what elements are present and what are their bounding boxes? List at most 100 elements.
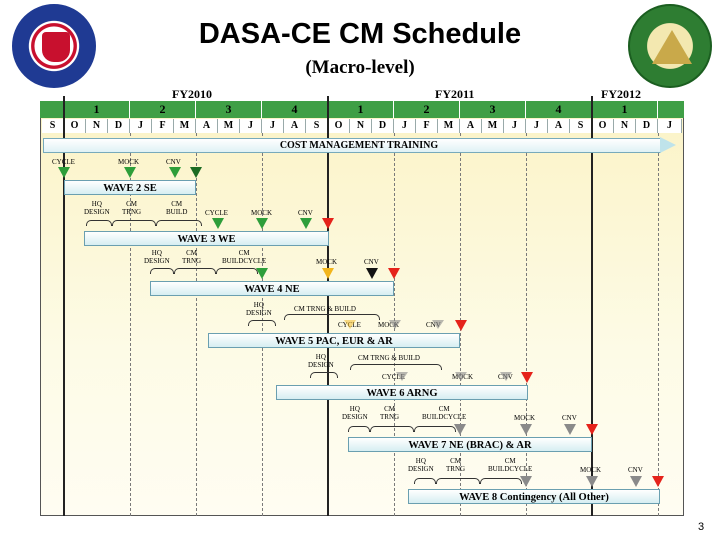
month-cell: A	[548, 119, 570, 133]
month-cell: D	[108, 119, 130, 133]
fiscal-year-divider	[327, 96, 329, 516]
green-milestone-marker	[169, 167, 181, 178]
month-cell: J	[526, 119, 548, 133]
month-cell: N	[86, 119, 108, 133]
phase-brace	[350, 364, 442, 370]
red-milestone-marker	[322, 218, 334, 229]
green-milestone-marker	[212, 218, 224, 229]
cycle-label: CYCLE	[382, 373, 405, 381]
month-cell: M	[174, 119, 196, 133]
cm-trng-build-label: CM TRNG & BUILD	[294, 305, 356, 313]
gray-milestone-marker	[432, 320, 444, 329]
red-milestone-marker	[521, 372, 533, 383]
grid-line	[262, 133, 263, 516]
wave-3-bar: WAVE 3 WE	[84, 231, 329, 246]
wave-8-bar: WAVE 8 Contingency (All Other)	[408, 489, 660, 504]
phase-brace	[112, 220, 156, 226]
month-cell: J	[240, 119, 262, 133]
grid-line	[658, 133, 659, 516]
gray-milestone-marker	[520, 476, 532, 487]
green-milestone-marker	[190, 167, 202, 178]
wave-5-bar: WAVE 5 PAC, EUR & AR	[208, 333, 460, 348]
month-cell: A	[460, 119, 482, 133]
cost-management-training-bar: COST MANAGEMENT TRAINING	[43, 137, 676, 153]
red-milestone-marker	[586, 424, 598, 435]
cycle-label: CYCLE	[205, 209, 228, 217]
green-milestone-marker	[58, 167, 70, 178]
fy-label-2011: FY2011	[435, 87, 475, 101]
grid-line	[130, 133, 131, 516]
wave-7-bar: WAVE 7 NE (BRAC) & AR	[348, 437, 592, 452]
month-cell: D	[636, 119, 658, 133]
month-cell: D	[372, 119, 394, 133]
cm-trng-build-label: CM TRNG & BUILD	[358, 354, 420, 362]
green-milestone-marker	[256, 268, 268, 279]
phase-brace	[150, 268, 174, 274]
yellow-milestone-marker	[344, 320, 356, 329]
month-cell: M	[218, 119, 240, 133]
gray-milestone-marker	[630, 476, 642, 487]
mock-label: MOCK	[316, 258, 338, 266]
phase-brace	[480, 478, 522, 484]
month-cell: S	[570, 119, 592, 133]
month-cell: J	[130, 119, 152, 133]
red-milestone-marker	[652, 476, 664, 487]
quarter-cell: 4	[526, 101, 592, 118]
quarter-cell: 3	[196, 101, 262, 118]
quarter-cell: 2	[394, 101, 460, 118]
red-milestone-marker	[455, 320, 467, 331]
month-cell: O	[592, 119, 614, 133]
phase-brace	[284, 314, 380, 320]
phase-brace	[370, 426, 414, 432]
red-milestone-marker	[388, 268, 400, 279]
grid-line	[526, 133, 527, 516]
month-cell: N	[614, 119, 636, 133]
month-cell: F	[152, 119, 174, 133]
page-number: 3	[698, 521, 705, 533]
gray-milestone-marker	[564, 424, 576, 435]
green-milestone-marker	[124, 167, 136, 178]
quarter-cell: 4	[262, 101, 328, 118]
gray-milestone-marker	[396, 372, 408, 381]
month-cell: J	[658, 119, 682, 133]
mock-label: MOCK	[514, 414, 536, 422]
quarter-cell: 3	[460, 101, 526, 118]
grid-line	[196, 133, 197, 516]
month-cell: J	[262, 119, 284, 133]
cnv-label: CNV	[364, 258, 379, 266]
month-cell: O	[64, 119, 86, 133]
phase-brace	[414, 478, 436, 484]
month-cell: O	[328, 119, 350, 133]
wave-2-bar: WAVE 2 SE	[64, 180, 196, 195]
month-cell: M	[438, 119, 460, 133]
month-cell: F	[416, 119, 438, 133]
month-cell: S	[42, 119, 64, 133]
fy-label-2012: FY2012	[601, 87, 641, 101]
page-subtitle: (Macro-level)	[305, 57, 415, 78]
yellow-milestone-marker	[322, 268, 334, 279]
gray-milestone-marker	[586, 476, 598, 487]
phase-brace	[436, 478, 480, 484]
wave-4-bar: WAVE 4 NE	[150, 281, 394, 296]
mock-label: MOCK	[378, 321, 400, 329]
quarter-cell: 1	[592, 101, 658, 118]
phase-brace	[216, 268, 258, 274]
cnv-label: CNV	[298, 209, 313, 217]
phase-brace	[86, 220, 112, 226]
month-cell: J	[504, 119, 526, 133]
gray-milestone-marker	[454, 424, 466, 435]
cnv-label: CNV	[166, 158, 181, 166]
gray-milestone-marker	[389, 320, 401, 329]
quarter-cell: 1	[64, 101, 130, 118]
wave-6-bar: WAVE 6 ARNG	[276, 385, 528, 400]
army-cost-management-seal-logo	[628, 4, 712, 88]
